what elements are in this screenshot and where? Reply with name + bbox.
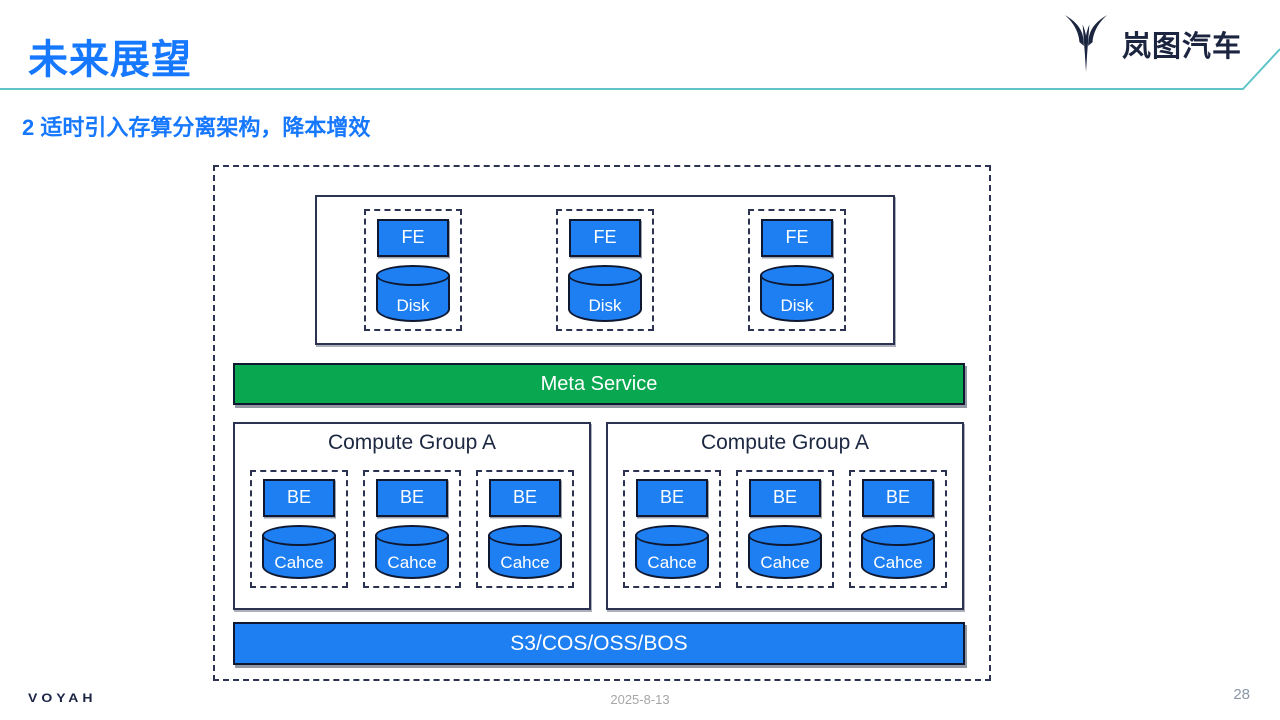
cache-cylinder-icon: Cahce (375, 524, 449, 579)
cache-cylinder-icon: Cahce (262, 524, 336, 579)
cache-label: Cahce (647, 552, 697, 572)
cylinder-top (748, 524, 822, 546)
fe-node: FE Disk (556, 209, 654, 331)
cylinder-top (635, 524, 709, 546)
meta-service-bar: Meta Service (233, 363, 965, 405)
cylinder-top (375, 524, 449, 546)
disk-label: Disk (396, 295, 430, 315)
page-number: 28 (1233, 686, 1250, 703)
be-node: BE Cahce (476, 469, 574, 588)
fe-chip: FE (761, 218, 833, 257)
disk-cylinder-icon: Disk (760, 264, 834, 322)
architecture-diagram: FE Disk FE Disk FE Disk Meta Servi (213, 165, 991, 681)
be-node: BE Cahce (849, 469, 947, 588)
cylinder-top (262, 524, 336, 546)
footer-date: 2025-8-13 (610, 692, 670, 707)
fe-node: FE Disk (364, 209, 462, 331)
brand-logo: 岚图汽车 (1060, 15, 1242, 73)
cylinder-top (376, 264, 450, 286)
be-chip: BE (263, 478, 335, 517)
cache-cylinder-icon: Cahce (635, 524, 709, 579)
object-storage-bar: S3/COS/OSS/BOS (233, 622, 965, 665)
brand-name: 岚图汽车 (1121, 31, 1242, 63)
be-chip: BE (862, 478, 934, 517)
cylinder-top (488, 524, 562, 546)
be-node: BE Cahce (363, 469, 461, 588)
compute-group-title: Compute Group A (700, 431, 870, 454)
fe-cluster-box: FE Disk FE Disk FE Disk (315, 195, 895, 345)
be-node: BE Cahce (736, 469, 834, 588)
compute-group-nodes: BE Cahce BE Cahce BE (235, 455, 589, 608)
be-chip: BE (749, 478, 821, 517)
footer-voyah-wordmark: VOYAH (28, 691, 97, 705)
page-title: 未来展望 (28, 38, 192, 82)
compute-group-right: Compute Group A BE Cahce BE Cahce BE (606, 422, 964, 610)
compute-group-title: Compute Group A (327, 431, 497, 454)
be-node: BE Cahce (623, 469, 721, 588)
compute-group-nodes: BE Cahce BE Cahce BE (608, 455, 962, 608)
cylinder-top (861, 524, 935, 546)
cache-label: Cahce (760, 552, 810, 572)
cache-label: Cahce (500, 552, 550, 572)
cache-cylinder-icon: Cahce (861, 524, 935, 579)
cylinder-top (568, 264, 642, 286)
disk-cylinder-icon: Disk (568, 264, 642, 322)
cylinder-top (760, 264, 834, 286)
fe-chip: FE (569, 218, 641, 257)
be-chip: BE (376, 478, 448, 517)
slide-subtitle: 2 适时引入存算分离架构，降本增效 (22, 115, 371, 140)
be-chip: BE (636, 478, 708, 517)
fe-node: FE Disk (748, 209, 846, 331)
cache-cylinder-icon: Cahce (488, 524, 562, 579)
cache-label: Cahce (274, 552, 324, 572)
cache-cylinder-icon: Cahce (748, 524, 822, 579)
voyah-horns-icon (1064, 15, 1108, 73)
disk-cylinder-icon: Disk (376, 264, 450, 322)
be-node: BE Cahce (250, 469, 348, 588)
cache-label: Cahce (873, 552, 923, 572)
fe-chip: FE (377, 218, 449, 257)
be-chip: BE (489, 478, 561, 517)
disk-label: Disk (588, 295, 622, 315)
cache-label: Cahce (387, 552, 437, 572)
disk-label: Disk (780, 295, 814, 315)
compute-group-left: Compute Group A BE Cahce BE Cahce BE (233, 422, 591, 610)
